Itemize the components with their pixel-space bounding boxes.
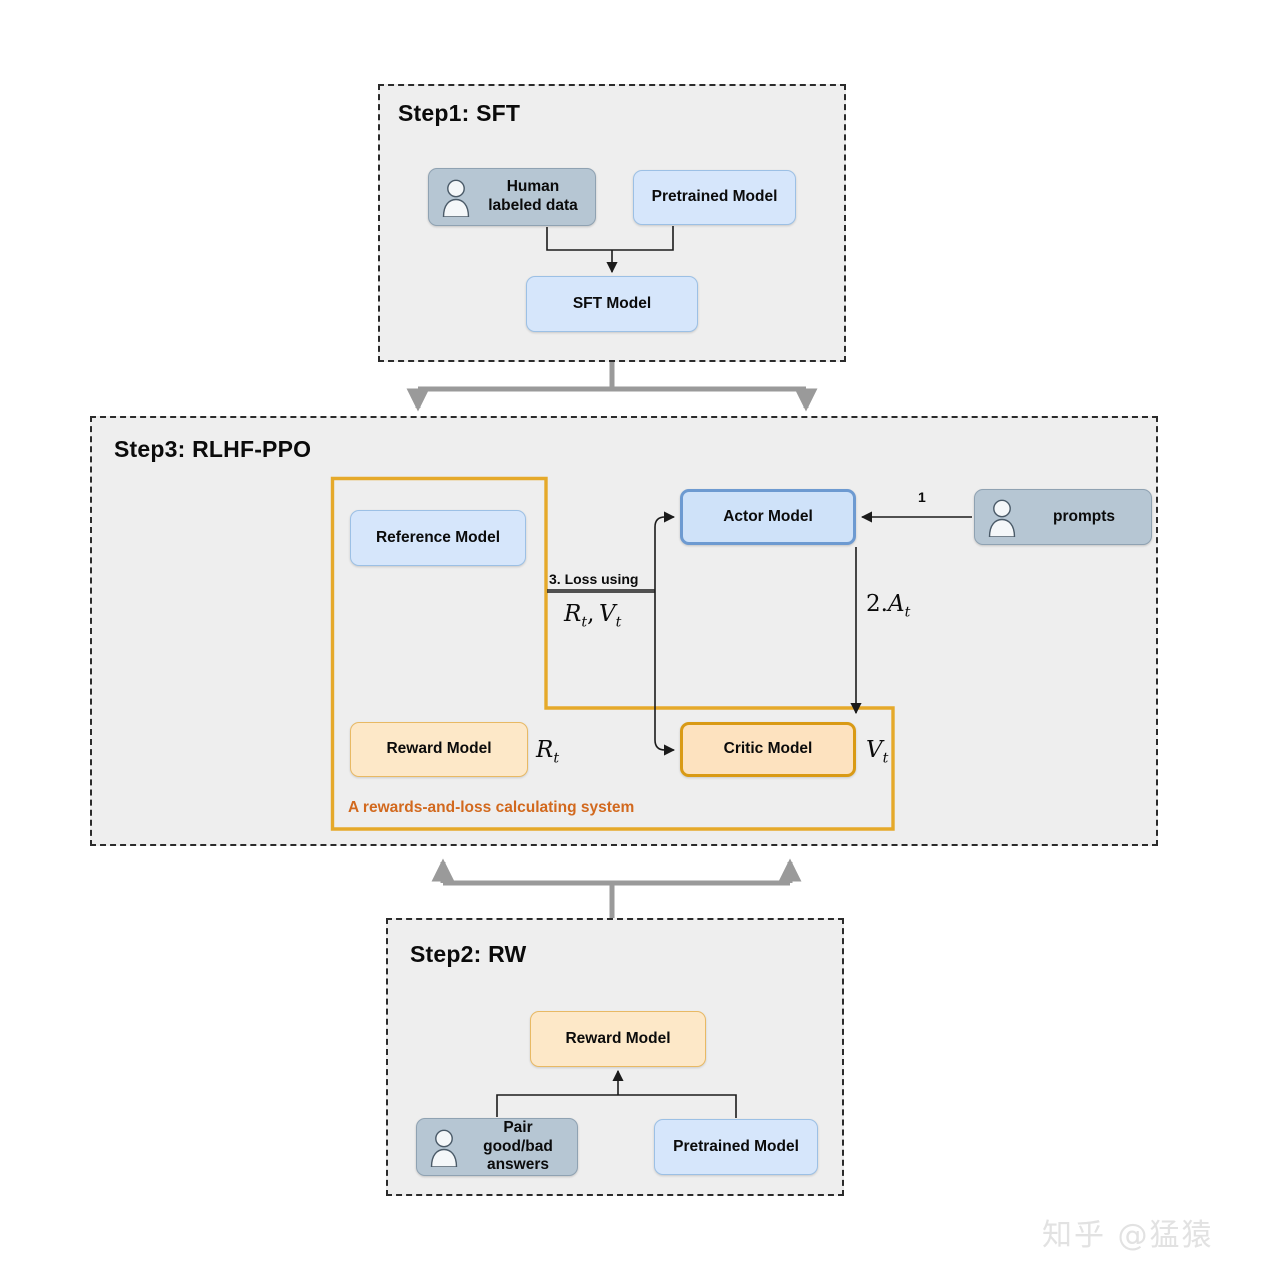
person-icon [439, 177, 473, 218]
node-pretrained-model-step1[interactable]: Pretrained Model [633, 170, 796, 225]
node-label: prompts [1053, 507, 1115, 525]
person-icon [427, 1127, 461, 1168]
edge-label-reward-output: Rt [536, 737, 560, 767]
node-actor-model[interactable]: Actor Model [680, 489, 856, 545]
node-critic-model[interactable]: Critic Model [680, 722, 856, 777]
connector-step1-to-step3 [406, 362, 818, 412]
system-caption: A rewards-and-loss calculating system [348, 799, 635, 816]
node-human-labeled-data[interactable]: Human labeled data [428, 168, 596, 226]
edge-label-advantage: 2.At [866, 591, 911, 621]
node-reward-model-rw[interactable]: Reward Model [530, 1011, 706, 1067]
connector-step2-to-step3 [431, 858, 802, 918]
step1-title: Step1: SFT [398, 100, 521, 126]
edge-label-prompt-to-actor: 1 [918, 489, 926, 505]
node-label: Reference Model [375, 528, 501, 546]
person-icon [985, 497, 1019, 538]
edge-label-loss-terms: Rt, Vt [564, 601, 622, 631]
node-label: Pair good/bad answers [483, 1118, 553, 1174]
node-label: Reward Model [386, 740, 492, 758]
step2-title: Step2: RW [410, 941, 527, 967]
edge-label-value-output: Vt [866, 737, 889, 767]
edge-label-loss-using: 3. Loss using [549, 571, 639, 587]
node-pretrained-model-step2[interactable]: Pretrained Model [654, 1119, 818, 1175]
node-reward-model-ppo[interactable]: Reward Model [350, 722, 528, 777]
node-pair-answers[interactable]: Pair good/bad answers [416, 1118, 578, 1176]
node-prompts[interactable]: prompts [974, 489, 1152, 545]
node-label: Human labeled data [488, 178, 578, 214]
node-label: SFT Model [572, 294, 652, 312]
watermark: 知乎 @猛猿 [1042, 1218, 1214, 1253]
node-label: Actor Model [723, 507, 813, 525]
node-label: Critic Model [723, 740, 813, 758]
node-reference-model[interactable]: Reference Model [350, 510, 526, 566]
step3-container [90, 416, 1158, 846]
step3-title: Step3: RLHF-PPO [114, 436, 312, 462]
node-label: Reward Model [565, 1029, 671, 1047]
node-label: Pretrained Model [651, 188, 778, 206]
node-sft-model[interactable]: SFT Model [526, 276, 698, 332]
node-label: Pretrained Model [673, 1137, 799, 1155]
